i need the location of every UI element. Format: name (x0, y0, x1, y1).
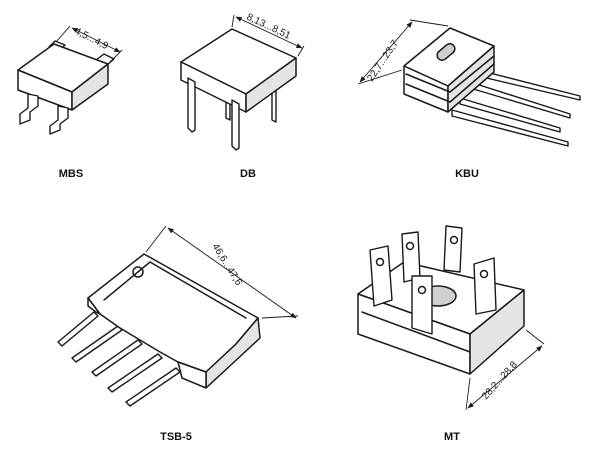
package-mbs: 4,5...4,9 MBS (17, 25, 123, 180)
mt-terminal-1 (369, 245, 393, 307)
tsb5-caption: TSB-5 (160, 431, 192, 443)
tsb5-dimension-label: 46,6...47,6 (209, 242, 244, 288)
mt-caption: MT (444, 431, 460, 443)
db-side-face (245, 57, 297, 113)
mbs-side-face (71, 63, 109, 111)
mbs-dimension-label: 4,5...4,9 (73, 26, 111, 52)
kbu-lead-4 (451, 109, 569, 147)
kbu-dimension-label: 22,7...23,7 (365, 38, 401, 84)
package-mt: 28,2...28,8 MT (357, 225, 545, 443)
db-pin-front-left (187, 77, 196, 133)
package-kbu: 22,7...23,7 KBU (357, 19, 581, 180)
package-db: 8,13...8,51 DB (180, 12, 305, 180)
tsb5-lead-3 (91, 339, 143, 377)
kbu-side-face (447, 45, 495, 113)
db-caption: DB (240, 168, 256, 180)
kbu-caption: KBU (455, 168, 479, 180)
mt-terminal-2 (401, 231, 421, 283)
mt-terminal-4 (411, 275, 433, 335)
mt-dimension-label: 28,2...28,8 (480, 359, 520, 402)
mbs-caption: MBS (59, 168, 83, 180)
tsb5-lead-1 (57, 311, 99, 347)
mt-terminal-3 (443, 225, 463, 273)
package-tsb5: 46,6...47,6 TSB-5 (57, 225, 299, 443)
mbs-lead-front-right (49, 105, 69, 135)
kbu-lead-2 (469, 81, 571, 119)
mt-terminal-5 (473, 257, 497, 315)
tsb5-lead-4 (107, 353, 163, 393)
tsb5-lead-5 (125, 367, 181, 407)
kbu-mounting-slot (436, 43, 456, 61)
db-pin-front-right (231, 99, 240, 151)
tsb5-front-face (177, 361, 207, 389)
mbs-lead-front-left (19, 93, 39, 125)
